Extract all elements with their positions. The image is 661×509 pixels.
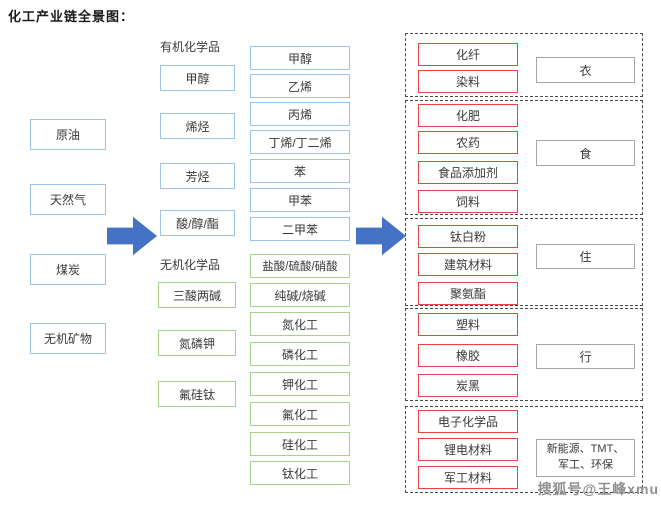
- application-box-building-materials: 建筑材料: [418, 253, 518, 276]
- application-box-rubber: 橡胶: [418, 344, 518, 367]
- source-box-inorganic-minerals: 无机矿物: [30, 323, 106, 354]
- application-box-feed: 饲料: [418, 190, 518, 213]
- group-outline-transport: [405, 308, 643, 401]
- application-box-food-additive: 食品添加剂: [418, 161, 518, 184]
- application-box-chemical-fiber: 化纤: [418, 43, 518, 66]
- inorganic-chemicals-header: 无机化学品: [160, 258, 221, 272]
- product-box-silicon-chem: 硅化工: [250, 432, 350, 456]
- product-box-ethylene: 乙烯: [250, 74, 350, 98]
- category-label-new-energy-tmt: 新能源、TMT、军工、环保: [536, 439, 635, 477]
- category-label-transport: 行: [536, 344, 635, 369]
- product-box-potassium-chem: 钾化工: [250, 372, 350, 396]
- product-box-fluorine-chem: 氟化工: [250, 402, 350, 426]
- application-box-titanium-dioxide: 钛白粉: [418, 225, 518, 248]
- product-box-phosphorus-chem: 磷化工: [250, 342, 350, 366]
- application-box-fertilizer: 化肥: [418, 104, 518, 127]
- flow-arrow-right: [356, 216, 406, 256]
- product-box-titanium-chem: 钛化工: [250, 461, 350, 485]
- group-outline-clothing: [405, 33, 643, 97]
- product-box-toluene: 甲苯: [250, 188, 350, 212]
- flow-arrow-left: [107, 216, 157, 256]
- intermediate-box-aromatics: 芳烃: [160, 163, 235, 189]
- application-box-military-materials: 军工材料: [418, 466, 518, 489]
- application-box-pesticide: 农药: [418, 131, 518, 154]
- intermediate-box-olefins: 烯烃: [160, 113, 235, 139]
- intermediate-box-methanol: 甲醇: [160, 65, 235, 91]
- watermark: 搜狐号@王峰xmu: [537, 481, 659, 497]
- group-outline-new-energy: [405, 406, 643, 493]
- diagram-title: 化工产业链全景图：: [8, 9, 135, 24]
- intermediate-box-three-acids-two-alkalis: 三酸两碱: [158, 282, 236, 308]
- organic-chemicals-header: 有机化学品: [160, 40, 221, 54]
- intermediate-box-npk: 氮磷钾: [158, 330, 236, 356]
- source-box-coal: 煤炭: [30, 254, 106, 285]
- product-box-soda-caustic: 纯碱/烧碱: [250, 283, 350, 307]
- product-box-propylene: 丙烯: [250, 102, 350, 126]
- product-box-butene-butadiene: 丁烯/丁二烯: [250, 130, 350, 154]
- application-box-dye: 染料: [418, 70, 518, 93]
- application-box-plastics: 塑料: [418, 313, 518, 336]
- group-outline-housing: [405, 218, 643, 306]
- product-box-xylene: 二甲苯: [250, 217, 350, 241]
- product-box-nitrogen-chem: 氮化工: [250, 312, 350, 336]
- group-outline-food: [405, 100, 643, 215]
- application-box-polyurethane: 聚氨酯: [418, 282, 518, 305]
- application-box-carbon-black: 炭黑: [418, 374, 518, 397]
- source-box-natural-gas: 天然气: [30, 184, 106, 215]
- application-box-lithium-battery-materials: 锂电材料: [418, 438, 518, 461]
- intermediate-box-fluorine-silicon-titanium: 氟硅钛: [158, 381, 236, 407]
- application-box-electronic-chemicals: 电子化学品: [418, 410, 518, 433]
- category-label-food: 食: [536, 140, 635, 166]
- category-label-clothing: 衣: [536, 57, 635, 83]
- product-box-benzene: 苯: [250, 159, 350, 183]
- product-box-hcl-h2so4-hno3: 盐酸/硫酸/硝酸: [250, 254, 350, 278]
- product-box-methanol: 甲醇: [250, 46, 350, 70]
- source-box-crude-oil: 原油: [30, 119, 106, 150]
- intermediate-box-acid-alcohol-ester: 酸/醇/酯: [160, 210, 235, 236]
- category-label-housing: 住: [536, 244, 635, 269]
